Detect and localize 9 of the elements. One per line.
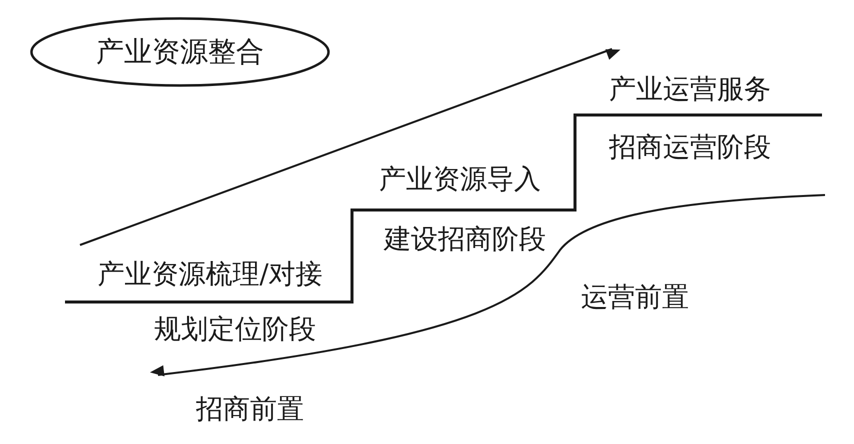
stage-label: 产业运营服务 — [609, 75, 771, 105]
stage-label: 招商前置 — [196, 395, 304, 425]
ellipse-node: 产业资源整合 — [30, 17, 330, 87]
stage-label: 建设招商阶段 — [384, 225, 546, 255]
stage-label: 招商运营阶段 — [609, 133, 771, 163]
stage-label: 规划定位阶段 — [154, 315, 316, 345]
stage-label: 运营前置 — [581, 283, 689, 313]
stage-label: 产业资源导入 — [379, 165, 541, 195]
stage-label: 产业资源梳理/对接 — [97, 260, 323, 290]
